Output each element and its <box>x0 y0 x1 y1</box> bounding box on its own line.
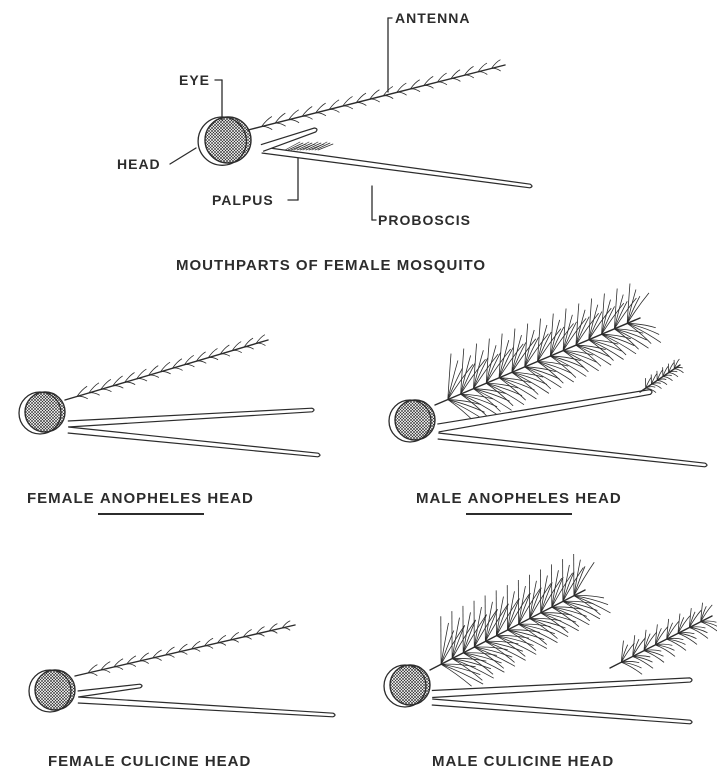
diagram-male-anopheles-head <box>355 284 707 467</box>
label-eye: EYE <box>179 72 210 88</box>
caption-male-culicine: MALE CULICINE HEAD <box>432 753 614 771</box>
caption-male-anopheles-suffix: HEAD <box>570 490 622 507</box>
caption-male-anopheles-prefix: MALE <box>416 490 468 507</box>
proboscis <box>78 697 335 717</box>
diagram-female-anopheles-head <box>0 335 320 457</box>
palpus <box>78 684 142 697</box>
caption-female-culicine: FEMALE CULICINE HEAD <box>48 753 251 771</box>
labium-setae <box>285 142 333 150</box>
label-head: HEAD <box>117 156 161 172</box>
proboscis <box>262 147 532 188</box>
plumose-antenna <box>430 554 611 686</box>
palp-hairs <box>610 603 717 675</box>
caption-female-anopheles-genus: ANOPHELES <box>100 490 202 508</box>
label-palpus: PALPUS <box>212 192 274 208</box>
antenna <box>248 60 505 130</box>
plumose-antenna <box>435 284 661 423</box>
leader-head <box>170 148 196 164</box>
antenna <box>65 335 268 400</box>
label-proboscis: PROBOSCIS <box>378 212 471 228</box>
palp-tip-hairs <box>640 359 683 393</box>
palpus <box>432 678 692 698</box>
diagram-male-culicine-head <box>350 554 717 724</box>
diagram-female-culicine-head <box>0 621 335 717</box>
proboscis <box>68 427 320 457</box>
diagram-female-mosquito-mouthparts <box>159 60 532 188</box>
label-antenna: ANTENNA <box>395 10 470 26</box>
antenna <box>75 621 295 676</box>
antenna-shaft <box>75 625 295 676</box>
antenna-shaft <box>248 65 505 130</box>
proboscis <box>432 699 692 724</box>
caption-main: MOUTHPARTS OF FEMALE MOSQUITO <box>176 257 486 275</box>
proboscis <box>438 433 707 467</box>
caption-female-anopheles-prefix: FEMALE <box>27 490 100 507</box>
palpus <box>68 408 314 427</box>
caption-male-anopheles: MALE ANOPHELES HEAD <box>416 490 622 508</box>
caption-male-anopheles-genus: ANOPHELES <box>468 490 570 508</box>
label-leader-lines <box>170 18 392 220</box>
caption-female-anopheles-suffix: HEAD <box>202 490 254 507</box>
antenna-shaft <box>65 340 268 400</box>
caption-female-anopheles: FEMALE ANOPHELES HEAD <box>27 490 254 508</box>
